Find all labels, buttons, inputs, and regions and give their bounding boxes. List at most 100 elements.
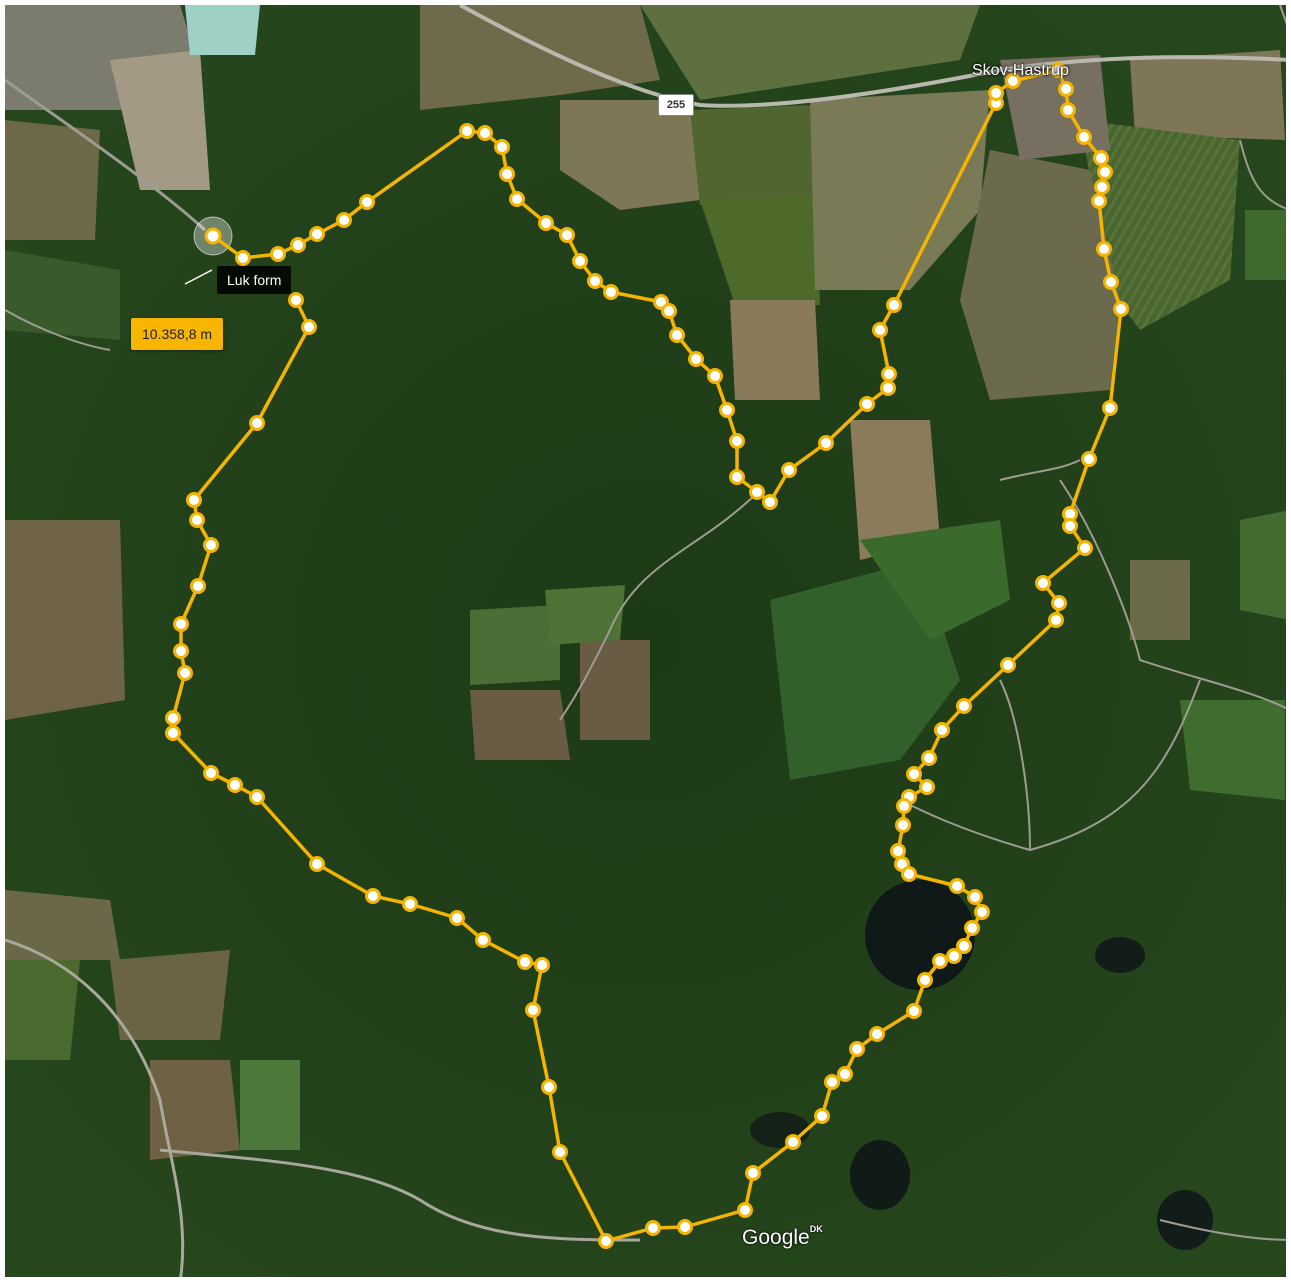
route-vertex[interactable] bbox=[288, 292, 304, 308]
route-vertex[interactable] bbox=[688, 351, 704, 367]
route-vertex[interactable] bbox=[781, 462, 797, 478]
route-vertex[interactable] bbox=[290, 237, 306, 253]
route-vertex[interactable] bbox=[541, 1079, 557, 1095]
route-vertex[interactable] bbox=[837, 1066, 853, 1082]
route-vertex[interactable] bbox=[677, 1219, 693, 1235]
route-vertex[interactable] bbox=[1048, 612, 1064, 628]
route-vertex[interactable] bbox=[189, 512, 205, 528]
route-vertex[interactable] bbox=[881, 366, 897, 382]
route-vertex[interactable] bbox=[475, 932, 491, 948]
route-vertex[interactable] bbox=[818, 435, 834, 451]
route-vertex[interactable] bbox=[906, 1003, 922, 1019]
route-vertex[interactable] bbox=[1097, 164, 1113, 180]
route-vertex[interactable] bbox=[190, 578, 206, 594]
route-vertex[interactable] bbox=[1060, 102, 1076, 118]
route-vertex[interactable] bbox=[859, 396, 875, 412]
route-vertex[interactable] bbox=[270, 246, 286, 262]
route-vertex[interactable] bbox=[165, 725, 181, 741]
route-vertex[interactable] bbox=[517, 954, 533, 970]
route-vertex[interactable] bbox=[235, 250, 251, 266]
route-vertex[interactable] bbox=[814, 1108, 830, 1124]
route-vertex[interactable] bbox=[186, 492, 202, 508]
route-vertex[interactable] bbox=[719, 402, 735, 418]
route-vertex[interactable] bbox=[988, 85, 1004, 101]
route-vertex[interactable] bbox=[967, 889, 983, 905]
route-vertex[interactable] bbox=[707, 368, 723, 384]
route-vertex[interactable] bbox=[729, 433, 745, 449]
route-start-vertex[interactable] bbox=[204, 227, 222, 245]
route-vertex[interactable] bbox=[956, 698, 972, 714]
route-vertex[interactable] bbox=[227, 777, 243, 793]
route-vertex[interactable] bbox=[1113, 301, 1129, 317]
route-vertex[interactable] bbox=[880, 380, 896, 396]
route-vertex[interactable] bbox=[921, 750, 937, 766]
route-vertex[interactable] bbox=[824, 1074, 840, 1090]
route-vertex[interactable] bbox=[477, 125, 493, 141]
route-vertex[interactable] bbox=[1005, 73, 1021, 89]
route-vertex[interactable] bbox=[538, 215, 554, 231]
route-vertex[interactable] bbox=[1081, 451, 1097, 467]
route-vertex[interactable] bbox=[906, 766, 922, 782]
route-vertex[interactable] bbox=[745, 1165, 761, 1181]
route-vertex[interactable] bbox=[552, 1144, 568, 1160]
route-vertex[interactable] bbox=[309, 226, 325, 242]
route-vertex[interactable] bbox=[917, 972, 933, 988]
route-vertex[interactable] bbox=[449, 910, 465, 926]
route-vertex[interactable] bbox=[203, 537, 219, 553]
route-vertices[interactable] bbox=[165, 62, 1129, 1249]
route-vertex[interactable] bbox=[661, 303, 677, 319]
route-vertex[interactable] bbox=[525, 1002, 541, 1018]
route-vertex[interactable] bbox=[249, 415, 265, 431]
route-vertex[interactable] bbox=[1050, 62, 1066, 78]
route-vertex[interactable] bbox=[890, 843, 906, 859]
route-vertex[interactable] bbox=[956, 938, 972, 954]
route-vertex[interactable] bbox=[1058, 81, 1074, 97]
route-vertex[interactable] bbox=[895, 817, 911, 833]
route-vertex[interactable] bbox=[1076, 129, 1092, 145]
route-vertex[interactable] bbox=[173, 643, 189, 659]
route-vertex[interactable] bbox=[534, 957, 550, 973]
route-vertex[interactable] bbox=[598, 1233, 614, 1249]
route-vertex[interactable] bbox=[762, 494, 778, 510]
route-vertex[interactable] bbox=[669, 327, 685, 343]
route-vertex[interactable] bbox=[932, 953, 948, 969]
route-vertex[interactable] bbox=[949, 878, 965, 894]
route-vertex[interactable] bbox=[559, 227, 575, 243]
route-vertex[interactable] bbox=[365, 888, 381, 904]
route-vertex[interactable] bbox=[402, 896, 418, 912]
route-vertex[interactable] bbox=[749, 484, 765, 500]
route-vertex[interactable] bbox=[603, 284, 619, 300]
route-vertex[interactable] bbox=[886, 297, 902, 313]
route-vertex[interactable] bbox=[1062, 518, 1078, 534]
route-vertex[interactable] bbox=[729, 469, 745, 485]
route-vertex[interactable] bbox=[934, 722, 950, 738]
route-vertex[interactable] bbox=[336, 212, 352, 228]
route-vertex[interactable] bbox=[919, 779, 935, 795]
route-vertex[interactable] bbox=[1093, 150, 1109, 166]
route-vertex[interactable] bbox=[1094, 179, 1110, 195]
route-vertex[interactable] bbox=[1091, 193, 1107, 209]
route-vertex[interactable] bbox=[309, 856, 325, 872]
route-vertex[interactable] bbox=[737, 1202, 753, 1218]
route-vertex[interactable] bbox=[203, 765, 219, 781]
route-vertex[interactable] bbox=[1051, 595, 1067, 611]
route-vertex[interactable] bbox=[587, 273, 603, 289]
route-vertex[interactable] bbox=[785, 1134, 801, 1150]
route-vertex[interactable] bbox=[1096, 241, 1112, 257]
route-vertex[interactable] bbox=[974, 904, 990, 920]
route-vertex[interactable] bbox=[459, 123, 475, 139]
route-vertex[interactable] bbox=[869, 1026, 885, 1042]
route-vertex[interactable] bbox=[1077, 540, 1093, 556]
route-vertex[interactable] bbox=[173, 616, 189, 632]
route-vertex[interactable] bbox=[494, 139, 510, 155]
route-vertex[interactable] bbox=[572, 253, 588, 269]
route-vertex[interactable] bbox=[165, 710, 181, 726]
route-vertex[interactable] bbox=[946, 948, 962, 964]
route-vertex[interactable] bbox=[249, 789, 265, 805]
route-vertex[interactable] bbox=[1035, 575, 1051, 591]
route-vertex[interactable] bbox=[301, 319, 317, 335]
route-vertex[interactable] bbox=[177, 665, 193, 681]
route-vertex[interactable] bbox=[896, 798, 912, 814]
route-vertex[interactable] bbox=[645, 1220, 661, 1236]
route-vertex[interactable] bbox=[872, 322, 888, 338]
